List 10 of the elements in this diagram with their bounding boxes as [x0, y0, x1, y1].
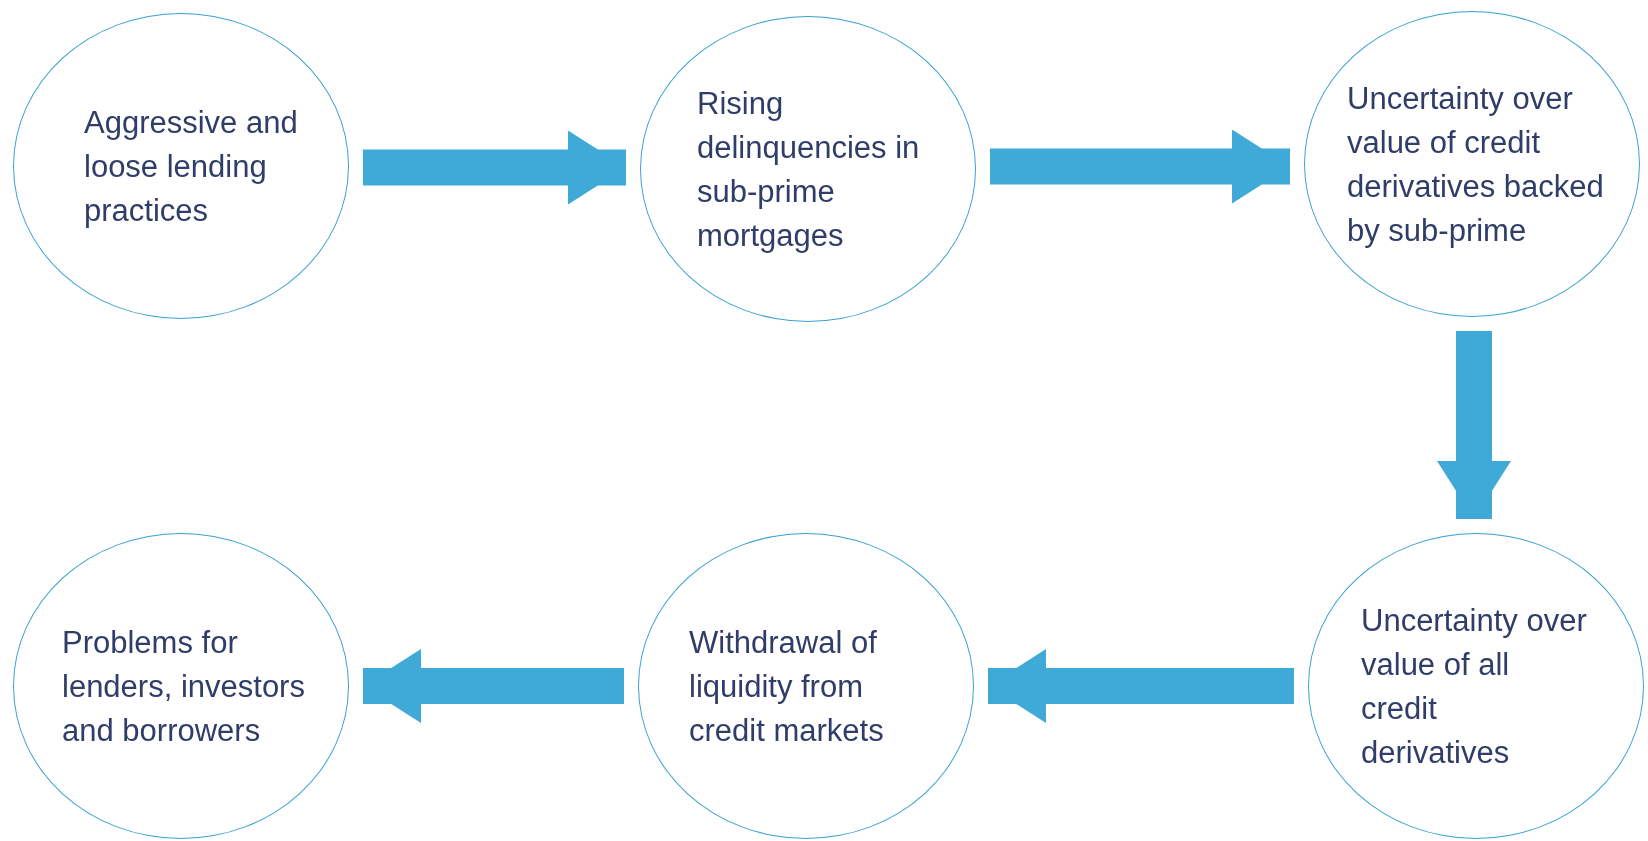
node-text: Withdrawal of liquidity from credit markets: [689, 624, 885, 750]
node-text: Uncertainty over value of all credit derivatives: [1361, 602, 1588, 772]
block-arrow: [988, 649, 1294, 723]
block-arrow: [363, 130, 626, 205]
node-text: Rising delinquencies in sub-prime mortgages: [697, 85, 921, 255]
node-text: Uncertainty over value of credit derivatives backed by sub-prime: [1347, 80, 1605, 250]
block-arrow: [990, 129, 1290, 204]
block-arrow: [1437, 331, 1511, 519]
node-text: Problems for lenders, investors and borrowers: [62, 624, 306, 750]
node-text: Aggressive and loose lending practices: [84, 104, 299, 230]
